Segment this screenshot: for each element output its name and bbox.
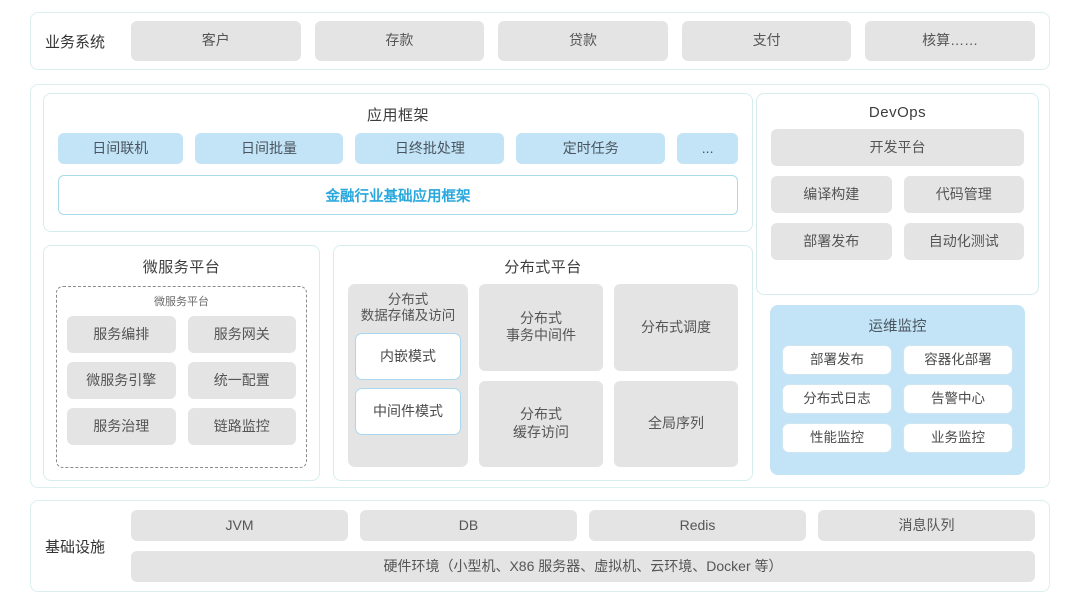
dp-chip-global-sequence[interactable]: 全局序列 [614, 380, 738, 467]
dp-chip-transaction-middleware-line2: 事务中间件 [506, 327, 576, 344]
business-systems-chip-list: 客户 存款 贷款 支付 核算…… [131, 21, 1035, 61]
storage-mode-middleware[interactable]: 中间件模式 [355, 387, 461, 435]
dp-chip-cache-access[interactable]: 分布式 缓存访问 [479, 380, 603, 467]
ops-chip-distributed-log[interactable]: 分布式日志 [782, 384, 892, 414]
devops-chip-deploy-release[interactable]: 部署发布 [771, 223, 892, 260]
business-system-accounting[interactable]: 核算…… [865, 21, 1035, 61]
application-framework-chip-row: 日间联机 日间批量 日终批处理 定时任务 ... [44, 133, 752, 164]
devops-card: DevOps 开发平台 编译构建 代码管理 部署发布 自动化测试 [756, 93, 1039, 295]
distributed-storage-column[interactable]: 分布式 数据存储及访问 内嵌模式 中间件模式 [348, 284, 468, 467]
app-chip-daytime-batch[interactable]: 日间批量 [194, 133, 344, 164]
base-application-framework-bar[interactable]: 金融行业基础应用框架 [58, 175, 738, 215]
devops-chip-code-management[interactable]: 代码管理 [903, 176, 1024, 213]
ops-monitoring-group: 运维监控 部署发布 容器化部署 分布式日志 告警中心 性能监控 业务监控 [770, 305, 1025, 475]
platform-panel: 应用框架 日间联机 日间批量 日终批处理 定时任务 ... 金融行业基础应用框架… [30, 84, 1050, 488]
infra-chip-db[interactable]: DB [360, 510, 577, 541]
ops-monitoring-grid: 部署发布 容器化部署 分布式日志 告警中心 性能监控 业务监控 [782, 345, 1013, 453]
distributed-storage-title: 分布式 数据存储及访问 [355, 292, 461, 325]
ops-chip-alert-center[interactable]: 告警中心 [903, 384, 1013, 414]
devops-row-2: 部署发布 自动化测试 [771, 223, 1024, 260]
microservice-platform-grid: 服务编排 服务网关 微服务引擎 统一配置 服务治理 链路监控 [67, 316, 296, 445]
business-system-customer[interactable]: 客户 [131, 21, 301, 61]
business-systems-panel: 业务系统 客户 存款 贷款 支付 核算…… [30, 12, 1050, 70]
distributed-platform-card: 分布式平台 分布式 数据存储及访问 内嵌模式 中间件模式 分布式 [333, 245, 753, 481]
dp-chip-cache-access-line1: 分布式 [520, 406, 562, 423]
msp-chip-service-gateway[interactable]: 服务网关 [187, 316, 296, 353]
distributed-platform-body: 分布式 数据存储及访问 内嵌模式 中间件模式 分布式 事务中间件 [348, 284, 738, 467]
business-system-deposit[interactable]: 存款 [314, 21, 485, 61]
business-systems-label: 业务系统 [45, 33, 106, 51]
msp-chip-microservice-engine[interactable]: 微服务引擎 [67, 362, 176, 399]
ops-chip-performance-monitoring[interactable]: 性能监控 [782, 423, 892, 453]
devops-row-1: 编译构建 代码管理 [771, 176, 1024, 213]
msp-chip-service-orchestration[interactable]: 服务编排 [67, 316, 176, 353]
devops-title: DevOps [868, 104, 927, 121]
platform-right-column: DevOps 开发平台 编译构建 代码管理 部署发布 自动化测试 运维监控 [756, 93, 1039, 481]
application-framework-title: 应用框架 [366, 107, 429, 124]
devops-chip-dev-platform[interactable]: 开发平台 [771, 129, 1024, 166]
devops-stack: 开发平台 编译构建 代码管理 部署发布 自动化测试 [757, 129, 1038, 260]
business-system-loan[interactable]: 贷款 [498, 21, 668, 61]
devops-chip-compile-build[interactable]: 编译构建 [771, 176, 892, 213]
app-chip-eod-batch[interactable]: 日终批处理 [355, 133, 505, 164]
app-chip-more[interactable]: ... [677, 133, 739, 164]
infrastructure-chip-row: JVM DB Redis 消息队列 [131, 510, 1035, 541]
ops-monitoring-title: 运维监控 [868, 319, 927, 335]
app-chip-daytime-online[interactable]: 日间联机 [58, 133, 183, 164]
dp-chip-distributed-scheduling[interactable]: 分布式调度 [614, 284, 738, 371]
platform-left-column: 应用框架 日间联机 日间批量 日终批处理 定时任务 ... 金融行业基础应用框架… [43, 93, 753, 481]
ops-chip-container-deploy[interactable]: 容器化部署 [903, 345, 1013, 375]
microservice-platform-card: 微服务平台 微服务平台 服务编排 服务网关 微服务引擎 统一配置 服务治理 链路… [43, 245, 320, 481]
msp-chip-trace-monitoring[interactable]: 链路监控 [187, 408, 296, 445]
distributed-platform-title: 分布式平台 [504, 259, 582, 276]
infrastructure-panel: 基础设施 JVM DB Redis 消息队列 硬件环境（小型机、X86 服务器、… [30, 500, 1050, 592]
infra-chip-hardware-environment[interactable]: 硬件环境（小型机、X86 服务器、虚拟机、云环境、Docker 等） [131, 551, 1035, 582]
ops-chip-business-monitoring[interactable]: 业务监控 [903, 423, 1013, 453]
storage-mode-embedded[interactable]: 内嵌模式 [355, 332, 461, 380]
business-system-payment[interactable]: 支付 [681, 21, 852, 61]
distributed-platform-grid: 分布式 事务中间件 分布式调度 分布式 缓存访问 全局序列 [479, 284, 738, 467]
application-framework-card: 应用框架 日间联机 日间批量 日终批处理 定时任务 ... 金融行业基础应用框架 [43, 93, 753, 232]
infra-chip-jvm[interactable]: JVM [131, 510, 348, 541]
infrastructure-label: 基础设施 [45, 538, 106, 556]
infra-chip-redis[interactable]: Redis [589, 510, 806, 541]
infra-chip-message-queue[interactable]: 消息队列 [818, 510, 1035, 541]
msp-chip-unified-config[interactable]: 统一配置 [187, 362, 296, 399]
microservice-platform-inner-group: 微服务平台 服务编排 服务网关 微服务引擎 统一配置 服务治理 链路监控 [56, 286, 307, 468]
devops-chip-automated-testing[interactable]: 自动化测试 [903, 223, 1024, 260]
ops-chip-deploy-release[interactable]: 部署发布 [782, 345, 892, 375]
dp-chip-cache-access-line2: 缓存访问 [513, 423, 569, 440]
microservice-platform-inner-title: 微服务平台 [154, 296, 209, 308]
dp-chip-transaction-middleware[interactable]: 分布式 事务中间件 [479, 284, 603, 371]
distributed-storage-title-line2: 数据存储及访问 [360, 308, 456, 324]
infrastructure-content: JVM DB Redis 消息队列 硬件环境（小型机、X86 服务器、虚拟机、云… [131, 510, 1035, 582]
dp-chip-transaction-middleware-line1: 分布式 [520, 309, 562, 326]
microservice-platform-title: 微服务平台 [142, 259, 221, 276]
app-chip-scheduled-task[interactable]: 定时任务 [516, 133, 666, 164]
distributed-storage-title-line1: 分布式 [387, 292, 429, 307]
msp-chip-service-governance[interactable]: 服务治理 [67, 408, 176, 445]
